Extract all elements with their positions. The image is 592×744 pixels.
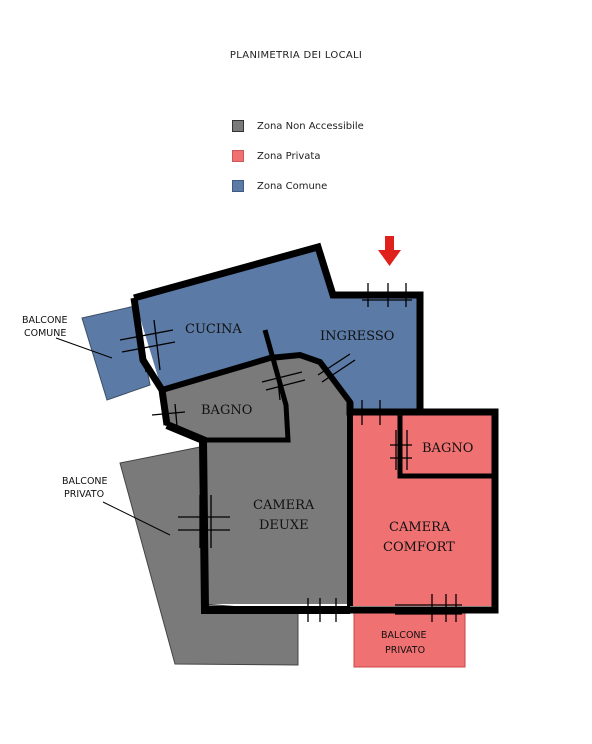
label-camera-deuxe-2: DEUXE bbox=[259, 518, 309, 533]
label-balcone-privato-right-1: BALCONE bbox=[381, 630, 427, 641]
label-bagno-left: BAGNO bbox=[201, 403, 252, 418]
entrance-arrow-icon bbox=[378, 236, 401, 266]
callout-balcone-comune-1: BALCONE bbox=[22, 315, 68, 326]
wall-camera-deuxe-left bbox=[165, 421, 350, 614]
wall-kitchen-bagno bbox=[161, 351, 353, 606]
legend-swatch-blue bbox=[232, 180, 244, 192]
callout-balcone-privato-2: PRIVATO bbox=[64, 489, 104, 500]
label-cucina: CUCINA bbox=[185, 322, 242, 337]
legend-swatch-red bbox=[232, 150, 244, 162]
zona-privata-area bbox=[350, 412, 495, 606]
label-bagno-right: BAGNO bbox=[422, 441, 473, 456]
outer-wall bbox=[133, 242, 424, 412]
label-balcone-privato-right-2: PRIVATO bbox=[385, 645, 425, 656]
legend-item-non-accessibile: Zona Non Accessibile bbox=[232, 118, 364, 134]
label-camera-comfort-2: COMFORT bbox=[383, 540, 455, 555]
wall-bagno-right bbox=[397, 412, 495, 479]
legend-label: Zona Privata bbox=[257, 150, 321, 162]
legend-item-privata: Zona Privata bbox=[232, 148, 364, 164]
plan-title: PLANIMETRIA DEI LOCALI bbox=[229, 50, 363, 61]
bagno-left-area bbox=[162, 358, 288, 440]
legend-label: Zona Comune bbox=[257, 180, 328, 192]
label-camera-comfort-1: CAMERA bbox=[389, 520, 451, 535]
callout-balcone-comune-2: COMUNE bbox=[24, 328, 66, 339]
legend-label: Zona Non Accessibile bbox=[257, 120, 364, 132]
balcone-comune-area bbox=[81, 305, 151, 401]
legend-item-comune: Zona Comune bbox=[232, 178, 364, 194]
legend: Zona Non Accessibile Zona Privata Zona C… bbox=[232, 118, 364, 208]
zona-comune-area bbox=[134, 247, 420, 412]
door-marks bbox=[119, 283, 462, 622]
callout-line-balcone-comune bbox=[55, 337, 113, 359]
callout-line-balcone-privato bbox=[102, 501, 171, 536]
label-camera-deuxe-1: CAMERA bbox=[253, 498, 315, 513]
camera-deuxe-area bbox=[203, 355, 350, 604]
legend-swatch-grey bbox=[232, 120, 244, 132]
label-ingresso: INGRESSO bbox=[320, 329, 394, 344]
wall-bagno-divider bbox=[203, 329, 291, 443]
callout-balcone-privato-1: BALCONE bbox=[62, 476, 108, 487]
